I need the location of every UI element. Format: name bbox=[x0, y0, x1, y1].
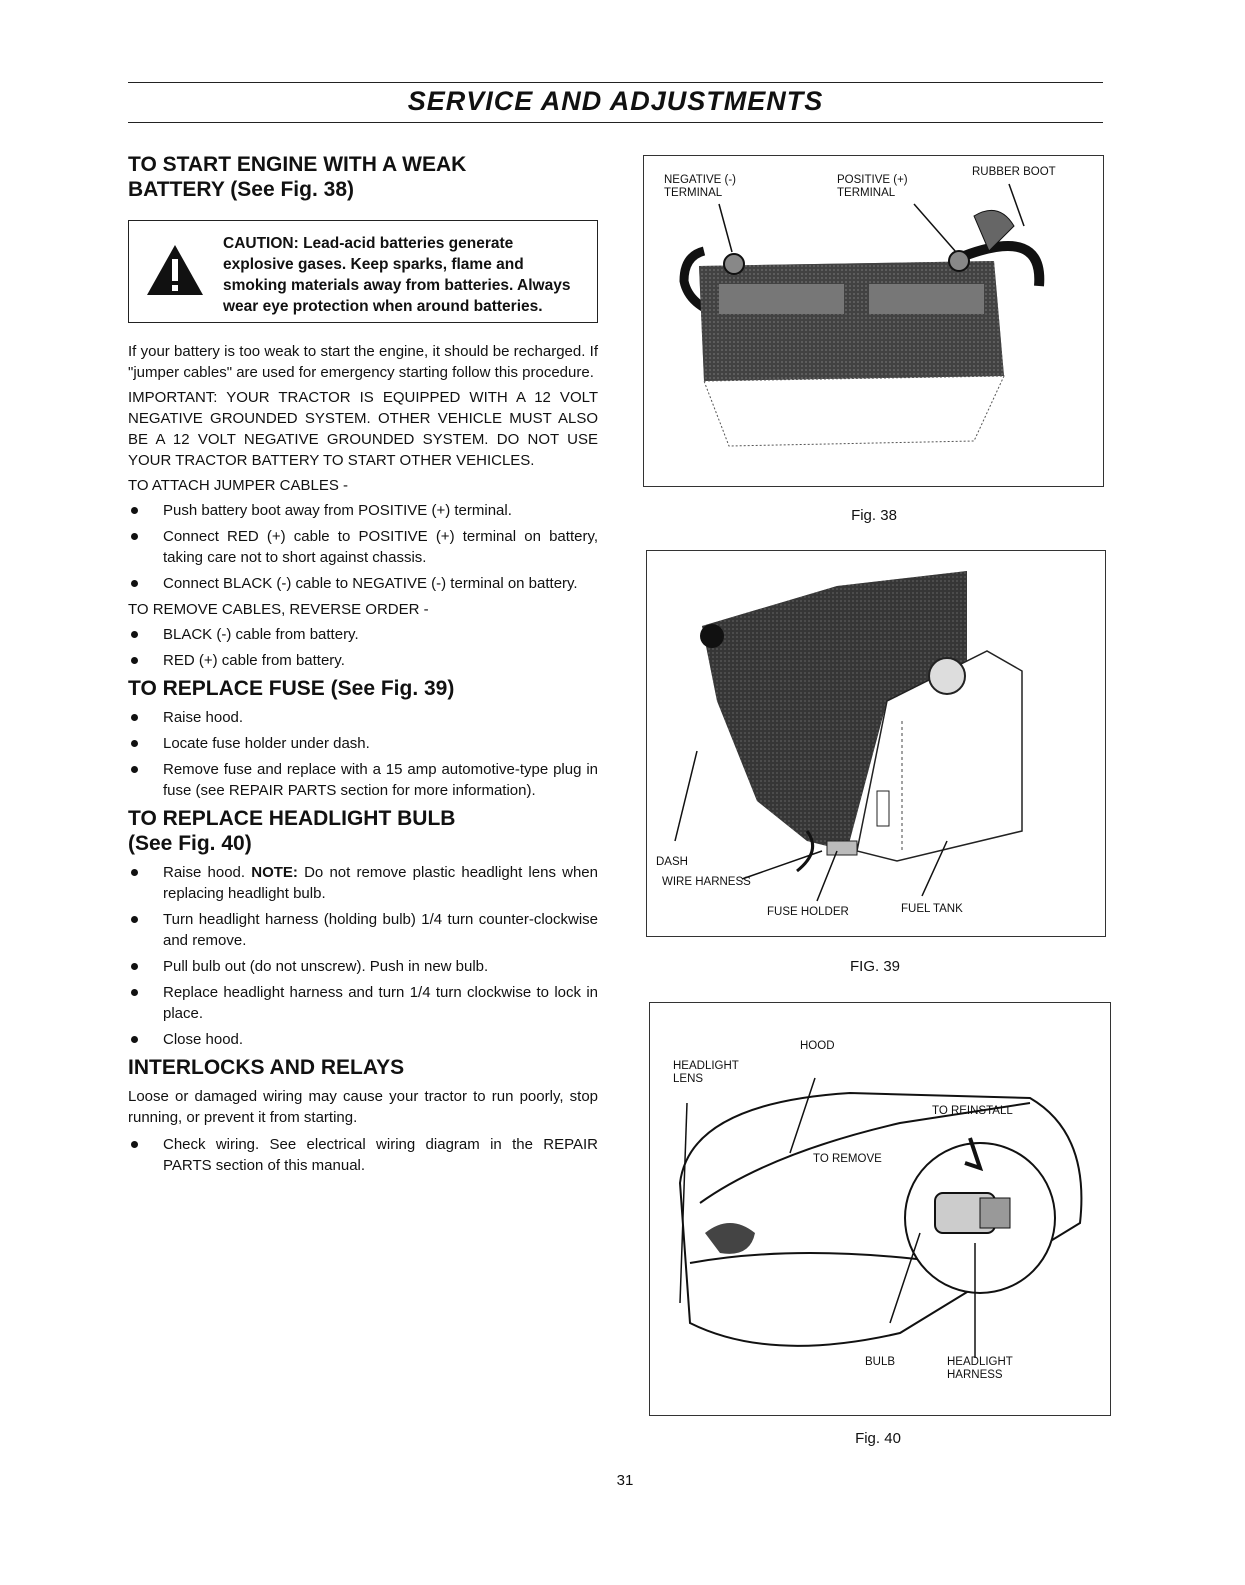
heading-line: BATTERY (See Fig. 38) bbox=[128, 178, 354, 201]
list-item: Remove fuse and replace with a 15 amp au… bbox=[128, 759, 598, 801]
section-heading-fuse: TO REPLACE FUSE (See Fig. 39) bbox=[128, 677, 455, 700]
interlocks-steps-list: Check wiring. See electrical wiring diag… bbox=[128, 1134, 598, 1176]
caution-box: CAUTION: Lead-acid batteries generate ex… bbox=[128, 220, 598, 323]
remove-heading: TO REMOVE CABLES, REVERSE ORDER - bbox=[128, 601, 429, 618]
heading-line: TO REPLACE HEADLIGHT BULB bbox=[128, 807, 456, 830]
label-dash: DASH bbox=[656, 856, 688, 868]
label-rubber-boot: RUBBER BOOT bbox=[972, 166, 1056, 178]
page-title: SERVICE AND ADJUSTMENTS bbox=[407, 86, 824, 116]
paragraph-recharge: If your battery is too weak to start the… bbox=[128, 343, 598, 381]
label-positive-terminal: POSITIVE (+)TERMINAL bbox=[837, 174, 908, 199]
warning-icon bbox=[147, 245, 203, 295]
paragraph-interlocks: Loose or damaged wiring may cause your t… bbox=[128, 1088, 598, 1126]
caution-text: CAUTION: Lead-acid batteries generate ex… bbox=[223, 235, 571, 315]
label-to-remove: TO REMOVE bbox=[813, 1153, 882, 1165]
attach-heading: TO ATTACH JUMPER CABLES - bbox=[128, 477, 349, 494]
label-fuse-holder: FUSE HOLDER bbox=[767, 906, 849, 918]
page-number: 31 bbox=[616, 1472, 634, 1489]
remove-steps-list: BLACK (-) cable from battery. RED (+) ca… bbox=[128, 624, 598, 671]
heading-line: (See Fig. 40) bbox=[128, 832, 252, 855]
figure-38-battery: NEGATIVE (-)TERMINAL POSITIVE (+)TERMINA… bbox=[643, 155, 1104, 487]
list-item: Locate fuse holder under dash. bbox=[128, 733, 598, 754]
header-rule-bottom bbox=[128, 122, 1103, 123]
headlight-illustration bbox=[678, 1077, 1083, 1358]
fuse-steps-list: Raise hood. Locate fuse holder under das… bbox=[128, 707, 598, 801]
header-rule-top bbox=[128, 82, 1103, 83]
figure-39-fuse: DASH WIRE HARNESS FUSE HOLDER FUEL TANK bbox=[646, 550, 1106, 937]
section-heading-weak-battery: TO START ENGINE WITH A WEAK BATTERY (See… bbox=[128, 152, 598, 202]
headlight-steps-list: Raise hood. NOTE: Do not remove plastic … bbox=[128, 862, 598, 1050]
list-item: Connect BLACK (-) cable to NEGATIVE (-) … bbox=[128, 573, 598, 594]
label-wire-harness: WIRE HARNESS bbox=[662, 876, 751, 888]
list-item: BLACK (-) cable from battery. bbox=[128, 624, 598, 645]
fuse-holder-illustration bbox=[674, 571, 1023, 902]
attach-steps-list: Push battery boot away from POSITIVE (+)… bbox=[128, 500, 598, 594]
figure-40-caption: Fig. 40 bbox=[855, 1430, 901, 1447]
label-to-reinstall: TO REINSTALL bbox=[932, 1105, 1013, 1117]
section-heading-headlight: TO REPLACE HEADLIGHT BULB (See Fig. 40) bbox=[128, 806, 598, 856]
label-hood: HOOD bbox=[800, 1040, 835, 1052]
list-item: RED (+) cable from battery. bbox=[128, 650, 598, 671]
left-column: TO START ENGINE WITH A WEAK BATTERY (See… bbox=[128, 152, 598, 1181]
list-item: Close hood. bbox=[128, 1029, 598, 1050]
list-item: Raise hood. bbox=[128, 707, 598, 728]
section-heading-interlocks: INTERLOCKS AND RELAYS bbox=[128, 1056, 405, 1079]
list-item: Check wiring. See electrical wiring diag… bbox=[128, 1134, 598, 1176]
figure-38-caption: Fig. 38 bbox=[851, 507, 897, 524]
list-item: Push battery boot away from POSITIVE (+)… bbox=[128, 500, 598, 521]
figure-39-caption: FIG. 39 bbox=[849, 958, 901, 975]
list-item: Turn headlight harness (holding bulb) 1/… bbox=[128, 909, 598, 951]
label-negative-terminal: NEGATIVE (-)TERMINAL bbox=[664, 174, 736, 199]
label-bulb: BULB bbox=[865, 1356, 896, 1368]
list-item: Pull bulb out (do not unscrew). Push in … bbox=[128, 956, 598, 977]
battery-illustration bbox=[679, 183, 1045, 447]
heading-line: TO START ENGINE WITH A WEAK bbox=[128, 153, 467, 176]
list-item: Raise hood. NOTE: Do not remove plastic … bbox=[128, 862, 598, 904]
list-item: Replace headlight harness and turn 1/4 t… bbox=[128, 982, 598, 1024]
list-item: Connect RED (+) cable to POSITIVE (+) te… bbox=[128, 526, 598, 568]
label-fuel-tank: FUEL TANK bbox=[901, 903, 963, 915]
important-notice: IMPORTANT: YOUR TRACTOR IS EQUIPPED WITH… bbox=[128, 389, 598, 469]
